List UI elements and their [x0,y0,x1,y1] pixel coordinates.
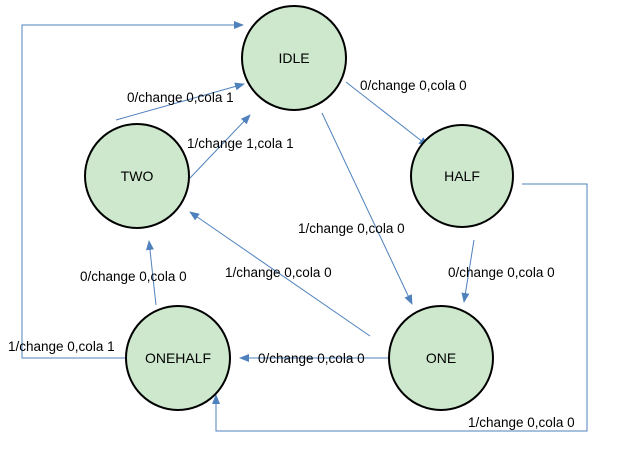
state-label: HALF [444,168,480,184]
transition-onehalf-to-two: 0/change 0,cola 0 [80,240,187,306]
transition-two-to-idle: 0/change 0,cola 1 [115,82,245,121]
transition-idle-to-half: 0/change 0,cola 0 [345,78,467,147]
transition-one-to-onehalf: 0/change 0,cola 0 [239,351,388,366]
transition-label: 1/change 1,cola 1 [187,136,294,151]
transition-half-to-onehalf: 1/change 0,cola 0 [212,183,588,432]
transition-label: 0/change 0,cola 1 [127,90,234,105]
transition-label: 1/change 0,cola 0 [298,221,405,236]
transition-half-to-one: 0/change 0,cola 0 [448,239,555,303]
state-label: TWO [121,168,154,184]
transition-label: 0/change 0,cola 0 [448,265,555,280]
state-label: ONE [426,350,456,366]
state-one: ONE [388,305,494,411]
transition-two-to-idle-2: 1/change 1,cola 1 [187,114,294,179]
transition-label: 0/change 0,cola 0 [80,269,187,284]
state-two: TWO [84,123,190,229]
state-idle: IDLE [241,5,347,111]
transition-label: 0/change 0,cola 0 [258,351,365,366]
transition-onehalf-to-idle: 1/change 0,cola 1 [8,21,244,359]
state-half: HALF [410,124,514,228]
state-label: IDLE [278,50,309,66]
transition-label: 0/change 0,cola 0 [360,78,467,93]
transition-label: 1/change 0,cola 0 [225,265,332,280]
state-onehalf: ONEHALF [125,305,231,411]
transition-label: 1/change 0,cola 0 [468,415,575,430]
transition-one-to-two: 1/change 0,cola 0 [189,211,371,337]
transition-label: 1/change 0,cola 1 [8,339,115,354]
state-label: ONEHALF [145,350,211,366]
transition-idle-to-one: 1/change 0,cola 0 [298,112,413,305]
